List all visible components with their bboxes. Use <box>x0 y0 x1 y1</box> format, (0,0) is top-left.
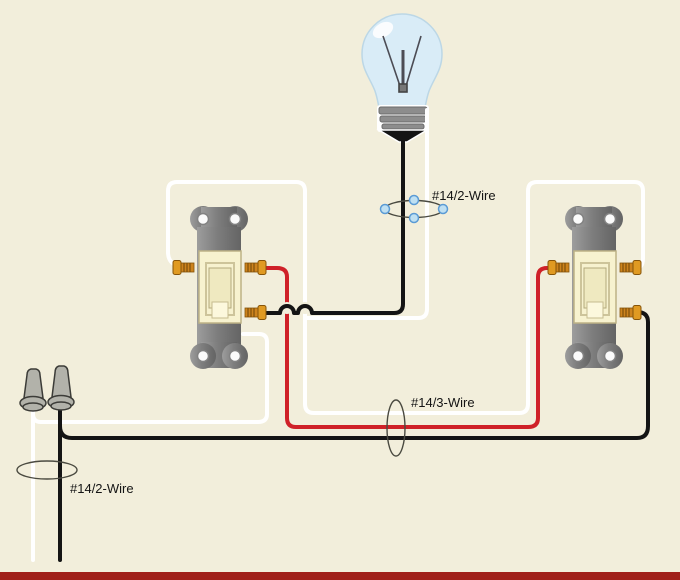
mounting-hole <box>571 349 585 363</box>
selection-handle-north[interactable] <box>408 194 420 206</box>
terminal-screw-right-bottom <box>619 305 642 320</box>
mounting-hole <box>603 212 617 226</box>
mounting-hole <box>228 212 242 226</box>
terminal-screw-left-top <box>547 260 570 275</box>
mounting-hole <box>603 349 617 363</box>
switch-toggle-tab[interactable] <box>211 301 229 319</box>
mounting-hole <box>571 212 585 226</box>
cable-label-middle: #14/3-Wire <box>411 395 475 410</box>
cable-marker-ellipse-middle[interactable] <box>386 399 406 457</box>
red-traveler-wire <box>248 266 562 429</box>
white-wire-traveler-run <box>166 180 645 415</box>
light-bulb <box>361 13 443 143</box>
mounting-hole <box>196 349 210 363</box>
terminal-screw-right-top <box>619 260 642 275</box>
black-wire-power-run <box>58 310 650 440</box>
three-way-switch-left <box>172 206 267 369</box>
selection-handle-east[interactable] <box>437 203 449 215</box>
mounting-hole <box>196 212 210 226</box>
bottom-edge-bar <box>0 572 680 580</box>
cable-label-top: #14/2-Wire <box>432 188 496 203</box>
white-wire-bulb-lead <box>303 108 429 320</box>
mounting-hole <box>228 349 242 363</box>
wire-nut-left <box>19 368 47 412</box>
three-way-switch-right <box>547 206 642 369</box>
black-wire-switch-to-bulb <box>250 132 405 315</box>
selection-handle-south[interactable] <box>408 212 420 224</box>
cable-label-bottom: #14/2-Wire <box>70 481 134 496</box>
cable-marker-selected[interactable] <box>379 194 449 224</box>
bulb-highlight <box>372 21 394 39</box>
wire-nut-right <box>47 365 75 411</box>
white-wire-power-feed-branch <box>31 332 269 424</box>
terminal-screw-right-bottom <box>244 305 267 320</box>
bulb-screw-base <box>376 105 430 143</box>
cable-marker-ellipse-bottom[interactable] <box>16 460 78 480</box>
bulb-filament <box>382 35 422 93</box>
terminal-screw-left-top <box>172 260 195 275</box>
selection-handle-west[interactable] <box>379 203 391 215</box>
switch-toggle-tab[interactable] <box>586 301 604 319</box>
terminal-screw-right-top <box>244 260 267 275</box>
